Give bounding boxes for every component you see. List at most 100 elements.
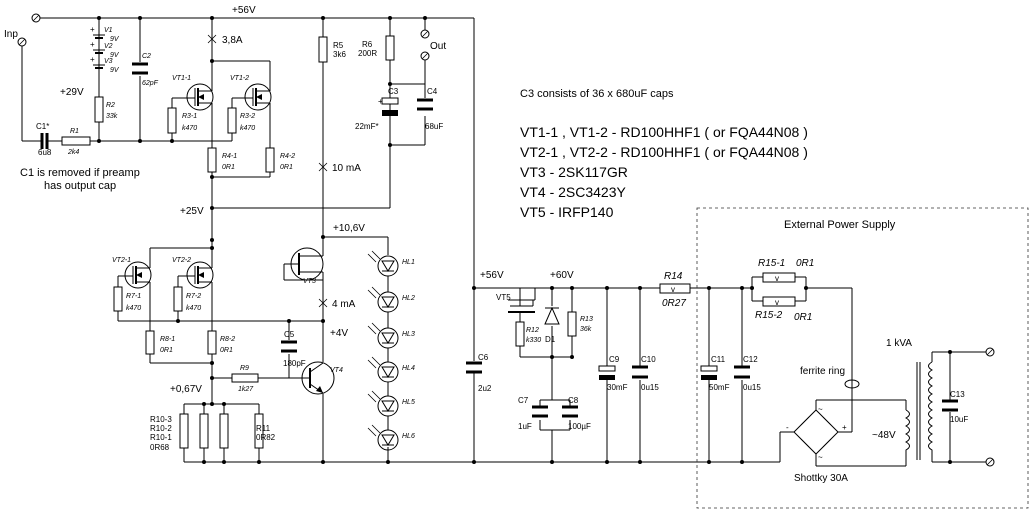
r7-2-value: k470 [186, 305, 201, 312]
r7-2-label: R7-2 [186, 293, 201, 300]
resistor-r5 [318, 36, 328, 63]
current-marker-3-8a [207, 34, 217, 44]
resistor-r1 [61, 136, 91, 146]
net-56v-top: +56V [232, 5, 256, 16]
current-4ma: 4 mA [332, 299, 356, 310]
led-hl6 [367, 424, 399, 451]
resistor-r15-1 [762, 272, 796, 283]
c8-value: 100µF [568, 422, 591, 431]
parts-list-item-3: VT3 - 2SK117GR [520, 164, 628, 180]
wires-main [21, 17, 988, 467]
bridge-rectifier [793, 409, 839, 455]
r7-1-label: R7-1 [126, 293, 141, 300]
led-hl2 [367, 286, 399, 313]
c11-value: 50mF [709, 383, 730, 392]
net-60v: +60V [550, 270, 574, 281]
c2-value: 62pF [142, 80, 159, 87]
net-56v-psu: +56V [480, 270, 504, 281]
r1-value: 2k4 [67, 149, 79, 156]
bridge-ac-bottom: ~ [818, 453, 823, 462]
vt1-1-label: VT1-1 [172, 75, 191, 82]
hl3-label: HL3 [402, 331, 415, 338]
mosfet-vt1-2 [232, 83, 272, 111]
r5-label: R5 [333, 41, 344, 50]
r15-2-arrow: v [775, 298, 779, 307]
parts-list-item-1: VT1-1 , VT1-2 - RD100HHF1 ( or FQA44N08 … [520, 124, 808, 140]
c1-note-line2: has output cap [44, 180, 116, 192]
r10-3-label: R10-3 [150, 415, 172, 424]
hl5-label: HL5 [402, 399, 415, 406]
resistor-r12 [515, 321, 525, 347]
net-10-6v: +10,6V [333, 223, 365, 234]
mosfet-vt1-1 [172, 83, 214, 111]
c4-value: 68uF [425, 122, 443, 131]
vt2-1-label: VT2-1 [112, 257, 131, 264]
c1-value: 6u8 [38, 148, 52, 157]
c6-label: C6 [478, 353, 489, 362]
r3-2-label: R3-2 [240, 113, 255, 120]
jfet-vt3 [283, 247, 324, 281]
c12-value: 0u15 [743, 383, 761, 392]
capacitor-c7 [532, 405, 548, 418]
net-4v: +4V [330, 328, 348, 339]
d1-label: D1 [545, 335, 556, 344]
c10-value: 0u15 [641, 383, 659, 392]
r8-1-label: R8-1 [160, 336, 175, 343]
capacitor-c3: + [378, 97, 399, 116]
current-10ma: 10 mA [332, 163, 361, 174]
r3-2-value: k470 [240, 125, 255, 132]
vt5-label: VT5 [496, 293, 511, 302]
hl1-label: HL1 [402, 259, 415, 266]
r4-1-label: R4-1 [222, 153, 237, 160]
resistor-r11 [254, 413, 264, 449]
net-25v: +25V [180, 206, 204, 217]
led-hl1 [367, 250, 399, 277]
r15-1-value: 0R1 [796, 258, 814, 269]
c3-label: C3 [388, 87, 399, 96]
current-3-8a: 3,8A [222, 35, 243, 46]
mosfet-vt2-2 [177, 261, 214, 289]
c5-value: 180pF [283, 359, 306, 368]
resistor-r13 [567, 311, 577, 337]
r1-label: R1 [70, 128, 79, 135]
c4-label: C4 [427, 87, 438, 96]
r9-label: R9 [240, 365, 249, 372]
bjt-vt4 [301, 361, 335, 395]
resistor-r14 [659, 283, 691, 294]
vt4-label: VT4 [330, 367, 343, 374]
c1-note-line1: C1 is removed if preamp [20, 167, 140, 179]
current-marker-4ma [318, 298, 328, 308]
ferrite-ring [844, 379, 860, 389]
capacitor-c8 [562, 405, 578, 418]
capacitor-c9 [598, 365, 616, 380]
r8-1-value: 0R1 [160, 347, 173, 354]
c7-value: 1uF [518, 422, 532, 431]
resistor-r8-1 [145, 330, 155, 355]
transformer [904, 361, 934, 460]
r3-1-value: k470 [182, 125, 197, 132]
parts-list-item-2: VT2-1 , VT2-2 - RD100HHF1 ( or FQA44N08 … [520, 144, 808, 160]
r7-1-value: k470 [126, 305, 141, 312]
ferrite-label: ferrite ring [800, 366, 845, 377]
c13-value: 10uF [950, 415, 968, 424]
plus-sign-1: + [90, 25, 95, 34]
diode-d1 [544, 306, 560, 325]
hl6-label: HL6 [402, 433, 415, 440]
capacitor-c6 [466, 361, 482, 374]
r13-label: R13 [580, 316, 593, 323]
r14-arrow: v [671, 285, 675, 294]
r15-2-label: R15-2 [755, 310, 783, 321]
r11-value: 0R82 [256, 433, 276, 442]
r8-2-label: R8-2 [220, 336, 235, 343]
r9-value: 1k27 [238, 386, 254, 393]
v3-value: 9V [110, 67, 120, 74]
r4-2-value: 0R1 [280, 164, 293, 171]
psu-title: External Power Supply [784, 219, 896, 231]
c10-label: C10 [641, 355, 656, 364]
c5-label: C5 [284, 330, 295, 339]
resistor-r3-1 [167, 107, 177, 134]
c1-label: C1* [36, 122, 49, 131]
v2-value: 9V [110, 52, 120, 59]
v1-label: V1 [104, 27, 113, 34]
r6-label: R6 [362, 40, 373, 49]
